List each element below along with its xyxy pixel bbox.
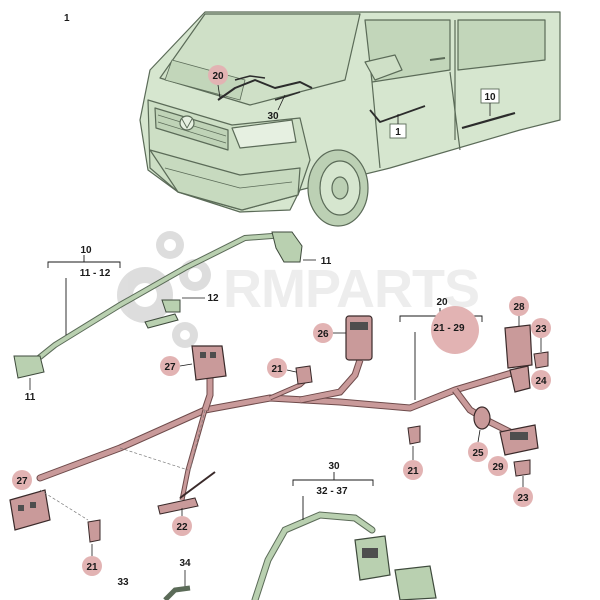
callout-12-label: 12 (207, 293, 219, 304)
callout-10-box: 10 (480, 88, 500, 116)
connector-28 (504, 324, 533, 393)
connector-29 (499, 424, 539, 456)
badge-29: 29 (488, 456, 508, 476)
callout-21a-label: 21 (271, 364, 283, 375)
clip-23 (513, 351, 549, 477)
callout-28-label: 28 (513, 302, 525, 313)
badge-21-a: 21 (267, 358, 297, 378)
callout-10-group-label: 10 (80, 245, 92, 256)
callout-1-box: 1 (389, 114, 407, 139)
callout-11a-label: 11 (321, 256, 332, 267)
callout-20-label: 20 (212, 71, 224, 82)
tie-22 (157, 471, 216, 515)
callout-21-29-label: 21 - 29 (433, 323, 465, 334)
callout-22-label: 22 (176, 522, 188, 533)
clip-21 (87, 365, 421, 543)
callout-24-label: 24 (535, 376, 547, 387)
callout-25-label: 25 (472, 448, 484, 459)
callout-11b-label: 11 (25, 392, 36, 403)
callout-21c-label: 21 (86, 562, 98, 573)
badge-28: 28 (509, 296, 529, 326)
badge-21-c: 21 (82, 544, 102, 576)
grommet-25 (473, 406, 491, 430)
badge-26: 26 (313, 323, 346, 343)
callout-30-label: 30 (267, 111, 279, 122)
callout-32-37-label: 32 - 37 (316, 486, 348, 497)
connector-27-bottom (9, 489, 51, 531)
vehicle-illustration (139, 11, 561, 227)
badge-25: 25 (468, 429, 488, 462)
watermark-text: RMPARTS (223, 259, 479, 319)
callout-20-group-label: 20 (436, 297, 448, 308)
callout-23b-label: 23 (517, 493, 529, 504)
badge-22: 22 (172, 508, 192, 536)
group-badge-20-29: 20 21 - 29 (431, 297, 479, 354)
harness-20 (36, 358, 517, 501)
group-bracket-30 (292, 472, 374, 520)
callout-10-label: 10 (484, 92, 496, 103)
callout-29-label: 29 (492, 462, 504, 473)
callout-21b-label: 21 (407, 466, 419, 477)
badge-24: 24 (531, 370, 551, 390)
callout-11-12-label: 11 - 12 (80, 268, 111, 279)
callout-26-label: 26 (317, 329, 329, 340)
group-bracket-10 (47, 255, 121, 335)
connector-27-top (191, 345, 227, 381)
badge-23-b: 23 (513, 476, 533, 507)
callout-34-label: 34 (179, 558, 191, 569)
badge-27-top: 27 (160, 356, 193, 376)
callout-20-badge: 20 (208, 65, 228, 99)
badge-27-bottom: 27 (12, 470, 32, 490)
figure-number: 1 (64, 13, 70, 24)
leader-lines (39, 409, 206, 521)
callout-33-label: 33 (117, 577, 129, 588)
callout-1-label: 1 (395, 127, 401, 138)
callout-27b-label: 27 (16, 476, 28, 487)
callout-27a-label: 27 (164, 362, 176, 373)
harness-30 (251, 511, 437, 600)
connector-26 (345, 315, 373, 361)
badge-23-a: 23 (531, 318, 551, 352)
badge-21-b: 21 (403, 446, 423, 480)
callout-30-group-label: 30 (328, 461, 340, 472)
callout-23a-label: 23 (535, 324, 547, 335)
harness-10 (13, 231, 303, 379)
